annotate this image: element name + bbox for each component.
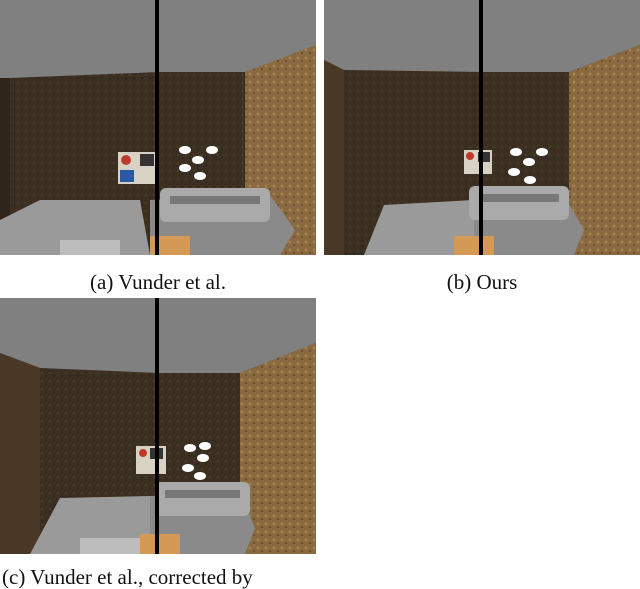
gripper-markers <box>182 442 211 480</box>
gripper-markers <box>179 146 218 180</box>
caption-b: (b) Ours <box>446 270 518 294</box>
gripper-markers <box>508 148 548 184</box>
panel-c-image <box>0 298 316 554</box>
panel-a-image <box>0 0 316 255</box>
caption-c: (c) Vunder et al., corrected by <box>2 565 253 589</box>
panel-b-image <box>324 0 640 255</box>
caption-a: (a) Vunder et al. <box>90 270 226 294</box>
